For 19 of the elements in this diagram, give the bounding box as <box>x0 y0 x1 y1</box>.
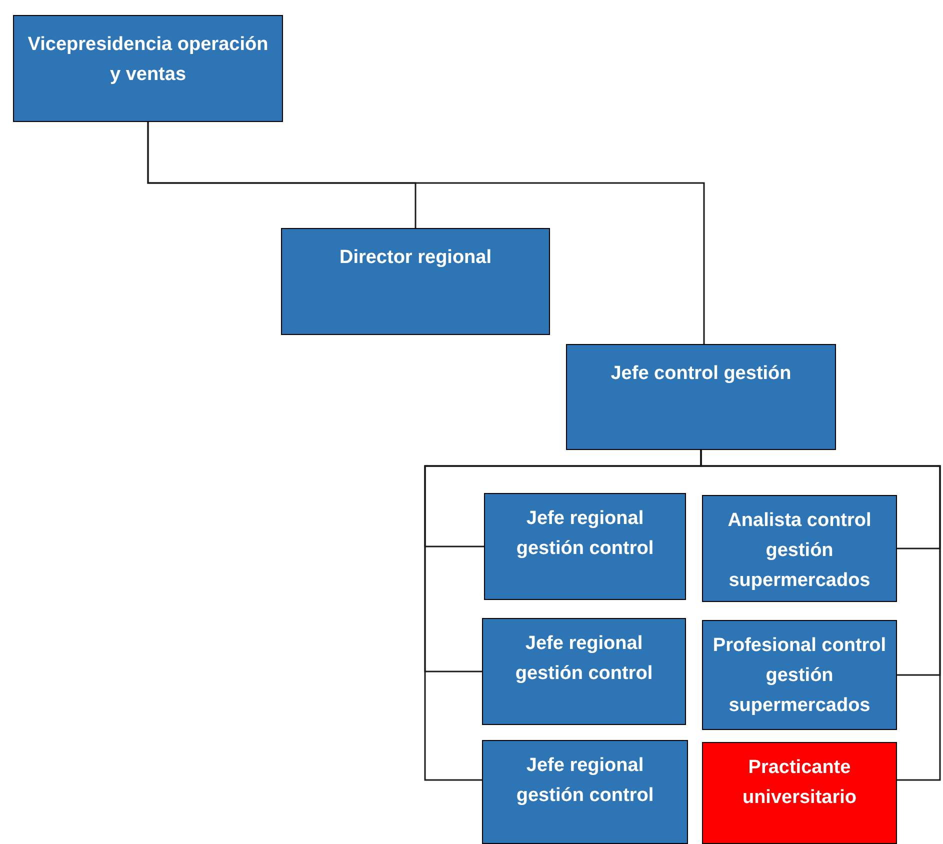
position-title: Profesional control gestión supermercados <box>712 634 888 718</box>
position-title: Analista control gestión supermercados <box>726 509 872 593</box>
position-box <box>702 742 897 844</box>
position-box <box>702 495 897 602</box>
position-title: Jefe regional gestión control <box>515 507 655 561</box>
position-title: Director regional <box>339 246 492 270</box>
position-title: Jefe regional gestión control <box>515 754 655 808</box>
position-title: Practicante universitario <box>741 756 858 810</box>
position-title: Jefe control gestión <box>610 362 792 386</box>
position-box <box>566 344 836 450</box>
position-box <box>702 620 897 730</box>
position-box <box>281 228 550 335</box>
position-box <box>484 493 686 600</box>
position-title: Vicepresidencia operación y ventas <box>26 33 270 87</box>
connector-line <box>147 122 705 344</box>
position-title: Jefe regional gestión control <box>514 632 654 686</box>
position-box <box>482 618 686 725</box>
position-box <box>482 740 688 844</box>
position-box <box>13 15 283 122</box>
